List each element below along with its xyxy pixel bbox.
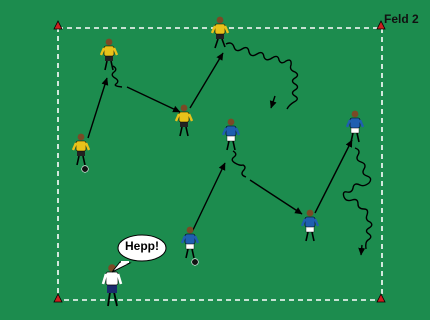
- ball-icon: [82, 166, 89, 173]
- ball-icon: [192, 259, 199, 266]
- callout-text: Hepp!: [118, 239, 166, 253]
- field-label: Feld 2: [384, 12, 419, 26]
- run-arrow: [361, 245, 362, 255]
